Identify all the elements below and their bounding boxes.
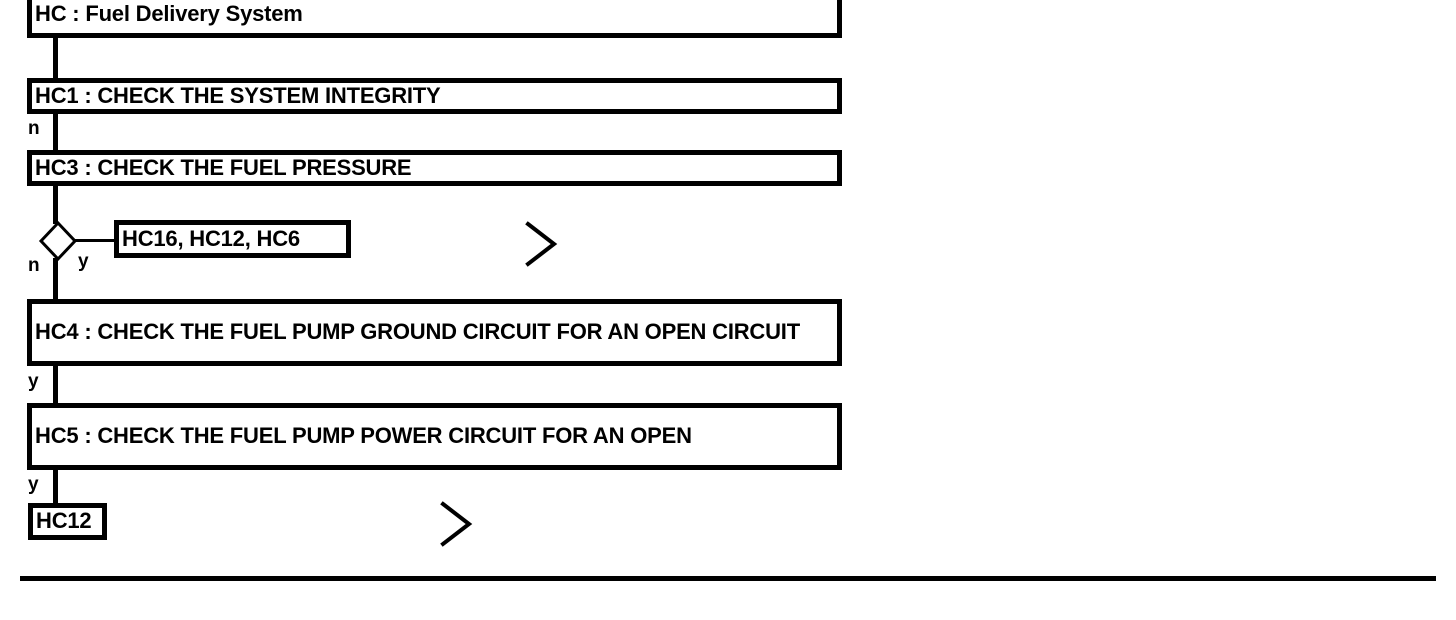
connector-decision-yes <box>75 239 117 242</box>
connector-hc-to-hc1 <box>53 38 58 78</box>
connector-hc1-to-hc3 <box>53 113 58 151</box>
branch-label-decision-yes: y <box>78 251 89 272</box>
chevron-right-icon-2 <box>440 501 473 547</box>
connector-hc4-to-hc5 <box>53 366 58 404</box>
node-hc3-box[interactable]: HC3 : CHECK THE FUEL PRESSURE <box>27 150 842 186</box>
branch-label-decision-no: n <box>28 255 40 276</box>
node-hc-title-box[interactable]: HC : Fuel Delivery System <box>27 0 842 38</box>
node-hc3-label: HC3 : CHECK THE FUEL PRESSURE <box>35 154 412 180</box>
node-hc16-hc12-hc6-label: HC16, HC12, HC6 <box>122 225 300 251</box>
decision-diamond-shape <box>38 220 78 262</box>
node-hc16-hc12-hc6-ref-box[interactable]: HC16, HC12, HC6 <box>114 220 351 258</box>
chevron-right-icon-1 <box>525 221 558 267</box>
branch-label-hc1-to-hc3: n <box>28 118 40 139</box>
node-hc-title-label: HC : Fuel Delivery System <box>35 0 303 26</box>
branch-label-hc4-to-hc5: y <box>28 371 39 392</box>
footer-divider <box>20 576 1436 581</box>
connector-decision-no <box>53 258 58 299</box>
node-hc12-label: HC12 <box>36 508 92 534</box>
node-hc1-label: HC1 : CHECK THE SYSTEM INTEGRITY <box>35 82 441 108</box>
connector-hc5-to-hc12 <box>53 470 58 504</box>
node-hc12-ref-box[interactable]: HC12 <box>28 503 107 540</box>
node-hc4-label: HC4 : CHECK THE FUEL PUMP GROUND CIRCUIT… <box>35 319 800 345</box>
node-hc5-box[interactable]: HC5 : CHECK THE FUEL PUMP POWER CIRCUIT … <box>27 403 842 470</box>
decision-diamond[interactable] <box>38 220 78 262</box>
node-hc5-label: HC5 : CHECK THE FUEL PUMP POWER CIRCUIT … <box>35 423 692 449</box>
node-hc1-box[interactable]: HC1 : CHECK THE SYSTEM INTEGRITY <box>27 78 842 114</box>
branch-label-hc5-to-hc12: y <box>28 474 39 495</box>
connector-hc3-to-decision <box>53 186 58 224</box>
node-hc4-box[interactable]: HC4 : CHECK THE FUEL PUMP GROUND CIRCUIT… <box>27 299 842 366</box>
